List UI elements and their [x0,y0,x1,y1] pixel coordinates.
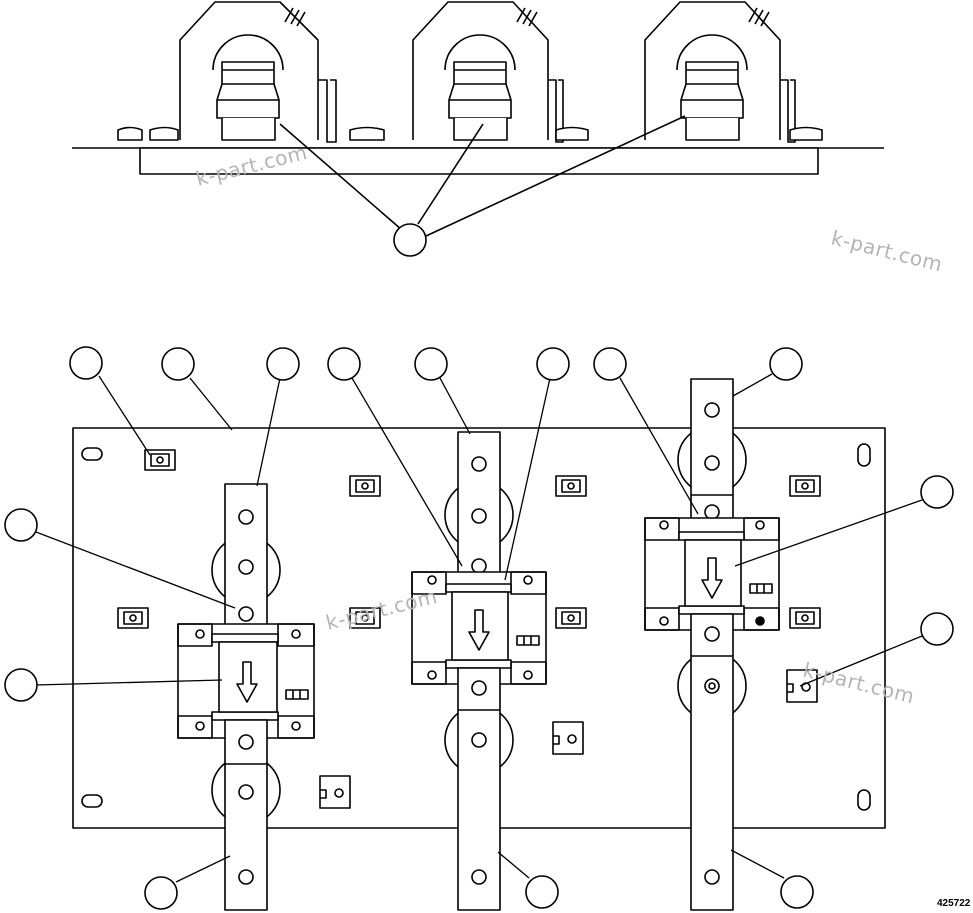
callout-6[interactable] [414,347,448,381]
busbar-2-lower [457,667,501,911]
busbar-2-upper [457,431,501,591]
bottom-view [4,346,954,911]
callout-9[interactable] [769,347,803,381]
callouts [4,346,954,910]
callout-12[interactable] [920,475,954,509]
busbar-1-upper [224,483,268,643]
busbar-assembly-2 [411,431,547,911]
callout-2[interactable] [69,346,103,380]
leader-lines [35,373,923,883]
callout-13[interactable] [920,612,954,646]
callout-14[interactable] [144,876,178,910]
studs [117,449,821,629]
callout-1[interactable] [393,223,427,257]
callout-5[interactable] [327,347,361,381]
busbar-1-lower [224,719,268,911]
terminals [319,669,818,809]
callout-3[interactable] [161,347,195,381]
top-view [72,1,884,257]
top-sensor-3 [644,1,823,143]
busbar-assembly-1 [177,483,315,911]
callout-7[interactable] [536,347,570,381]
top-base-block [139,147,819,175]
callout-16[interactable] [780,875,814,909]
callout-10[interactable] [4,508,38,542]
callout-11[interactable] [4,668,38,702]
top-sensor-1 [117,1,337,143]
top-sensor-2 [349,1,589,143]
callout-15[interactable] [525,875,559,909]
figure-number: 425722 [937,898,971,909]
callout-8[interactable] [593,347,627,381]
watermark-2: k-part.com [829,226,945,277]
callout-4[interactable] [266,347,300,381]
busbar-3-lower [690,613,734,911]
busbar-assembly-3 [644,378,780,911]
